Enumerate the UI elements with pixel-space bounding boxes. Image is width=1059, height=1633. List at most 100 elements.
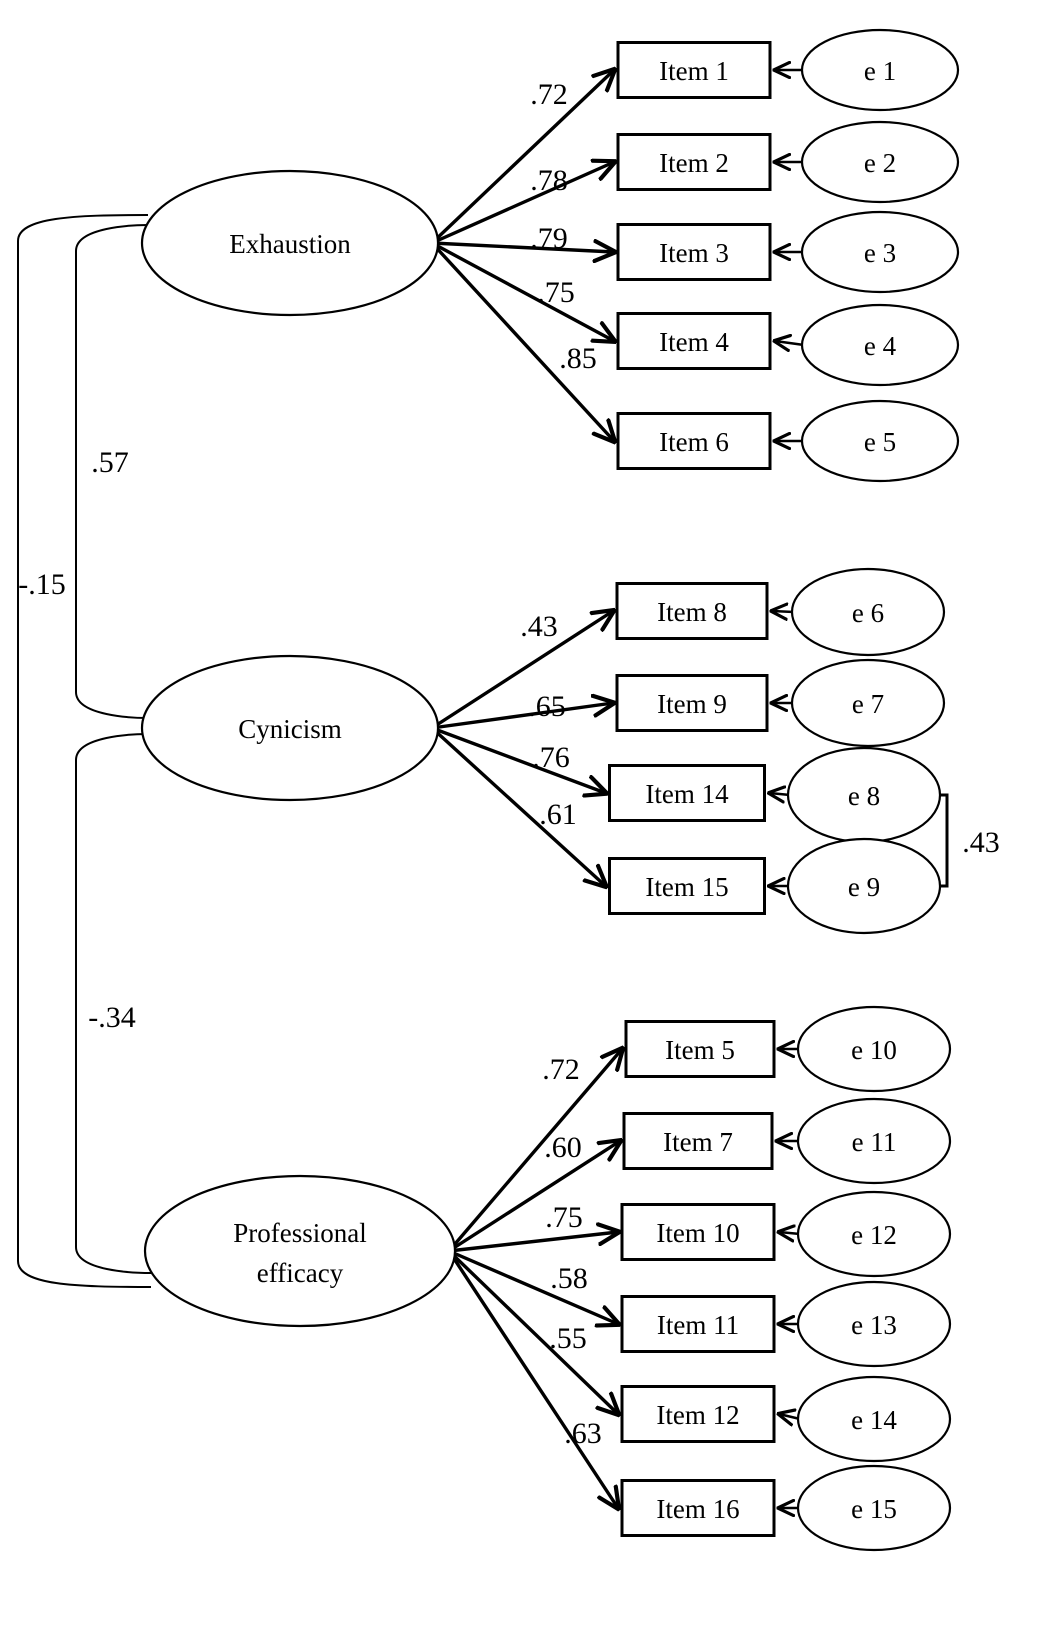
item-label: Item 11 <box>657 1310 739 1340</box>
loading-arrow-0 <box>430 70 614 245</box>
factor-correlation-curve-exh-cyn <box>75 224 149 719</box>
item-label: Item 16 <box>656 1494 739 1524</box>
error-label: e 10 <box>851 1035 897 1065</box>
item-box <box>615 674 769 732</box>
item-box <box>616 312 772 370</box>
loading-arrow-6 <box>431 703 613 730</box>
error-ellipse <box>796 1280 952 1368</box>
item-label: Item 8 <box>657 597 727 627</box>
loading-label-10: .60 <box>544 1131 582 1164</box>
item-box <box>616 41 772 99</box>
item-label: Item 5 <box>665 1035 735 1065</box>
loading-label-4: .85 <box>559 342 597 375</box>
loading-arrow-13 <box>447 1249 618 1414</box>
item-box <box>616 412 772 470</box>
error-ellipse <box>796 1005 952 1093</box>
error-ellipse <box>790 567 946 657</box>
loading-label-14: .63 <box>564 1417 602 1450</box>
error-ellipse <box>800 28 960 112</box>
loading-label-11: .75 <box>545 1201 583 1234</box>
error-correlation-label-e8-e9: .43 <box>962 826 1000 859</box>
item-label: Item 14 <box>645 779 729 809</box>
loading-arrow-14 <box>447 1250 618 1508</box>
error-label: e 8 <box>848 781 880 811</box>
factor-correlation-label-exh-pe: -.15 <box>18 568 66 601</box>
error-label: e 7 <box>852 689 884 719</box>
item-box <box>624 1020 776 1078</box>
item-box <box>620 1203 776 1261</box>
loading-arrow-3 <box>431 241 614 341</box>
item-box <box>620 1479 776 1537</box>
error-label: e 5 <box>864 427 896 457</box>
item-label: Item 12 <box>656 1400 739 1430</box>
item-box <box>608 764 766 822</box>
item-label: Item 7 <box>663 1127 733 1157</box>
error-ellipse <box>800 399 960 483</box>
node-shape-layer <box>140 28 960 1552</box>
error-ellipse <box>800 303 960 387</box>
loading-arrow-5 <box>431 611 613 730</box>
error-label: e 2 <box>864 148 896 178</box>
loading-label-3: .75 <box>537 276 575 309</box>
item-label: Item 10 <box>656 1218 739 1248</box>
error-ellipse <box>786 837 942 935</box>
loading-label-8: .61 <box>539 798 577 831</box>
factor-label-professional_efficacy: efficacy <box>257 1258 344 1288</box>
item-box <box>616 223 772 281</box>
item-box <box>608 857 766 915</box>
factor-ellipse-professional_efficacy <box>143 1174 457 1328</box>
error-ellipse <box>800 120 960 204</box>
factor-correlation-layer <box>17 214 152 1288</box>
error-correlation-bracket-e8-e9 <box>936 793 949 888</box>
factor-correlation-curve-exh-pe <box>17 214 152 1288</box>
factor-label-cynicism: Cynicism <box>238 714 342 744</box>
factor-label-professional_efficacy: Professional <box>233 1218 366 1248</box>
loading-arrow-10 <box>448 1141 620 1253</box>
item-box <box>615 582 769 640</box>
loading-arrow-7 <box>431 726 606 793</box>
loading-arrow-8 <box>430 726 606 886</box>
item-label: Item 4 <box>659 327 729 357</box>
error-arrow-13 <box>779 1414 801 1419</box>
factor-correlation-label-exh-cyn: .57 <box>91 446 129 479</box>
error-arrow-7 <box>770 793 791 795</box>
factor-label-exhaustion: Exhaustion <box>229 229 351 259</box>
error-label: e 9 <box>848 872 880 902</box>
item-label: Item 3 <box>659 238 729 268</box>
error-ellipse <box>796 1464 952 1552</box>
loading-arrow-11 <box>448 1232 618 1253</box>
loading-arrow-9 <box>447 1049 622 1253</box>
loading-label-13: .55 <box>549 1322 587 1355</box>
error-label: e 12 <box>851 1220 897 1250</box>
loading-arrow-layer <box>430 70 622 1508</box>
error-ellipse <box>800 210 960 294</box>
item-label: Item 6 <box>659 427 729 457</box>
error-arrow-layer <box>770 70 949 1508</box>
loading-label-2: .79 <box>530 222 568 255</box>
error-label: e 1 <box>864 56 896 86</box>
factor-ellipse-exhaustion <box>140 169 440 317</box>
item-label: Item 15 <box>645 872 728 902</box>
error-ellipse <box>796 1190 952 1278</box>
loading-label-1: .78 <box>530 164 568 197</box>
error-label: e 15 <box>851 1494 897 1524</box>
loading-arrow-2 <box>431 243 614 252</box>
error-ellipse <box>796 1097 952 1185</box>
loading-label-6: .65 <box>528 690 566 723</box>
error-label: e 13 <box>851 1310 897 1340</box>
item-label: Item 1 <box>659 56 729 86</box>
factor-correlation-curve-cyn-pe <box>75 733 152 1274</box>
loading-label-9: .72 <box>542 1053 580 1086</box>
item-label: Item 9 <box>657 689 727 719</box>
factor-ellipse-cynicism <box>140 654 440 802</box>
loading-label-12: .58 <box>550 1262 588 1295</box>
item-box <box>620 1295 776 1353</box>
error-label: e 6 <box>852 598 884 628</box>
item-box <box>622 1112 774 1170</box>
loading-label-7: .76 <box>532 741 570 774</box>
error-arrow-5 <box>772 611 795 612</box>
loading-arrow-1 <box>431 162 614 245</box>
item-label: Item 2 <box>659 148 729 178</box>
